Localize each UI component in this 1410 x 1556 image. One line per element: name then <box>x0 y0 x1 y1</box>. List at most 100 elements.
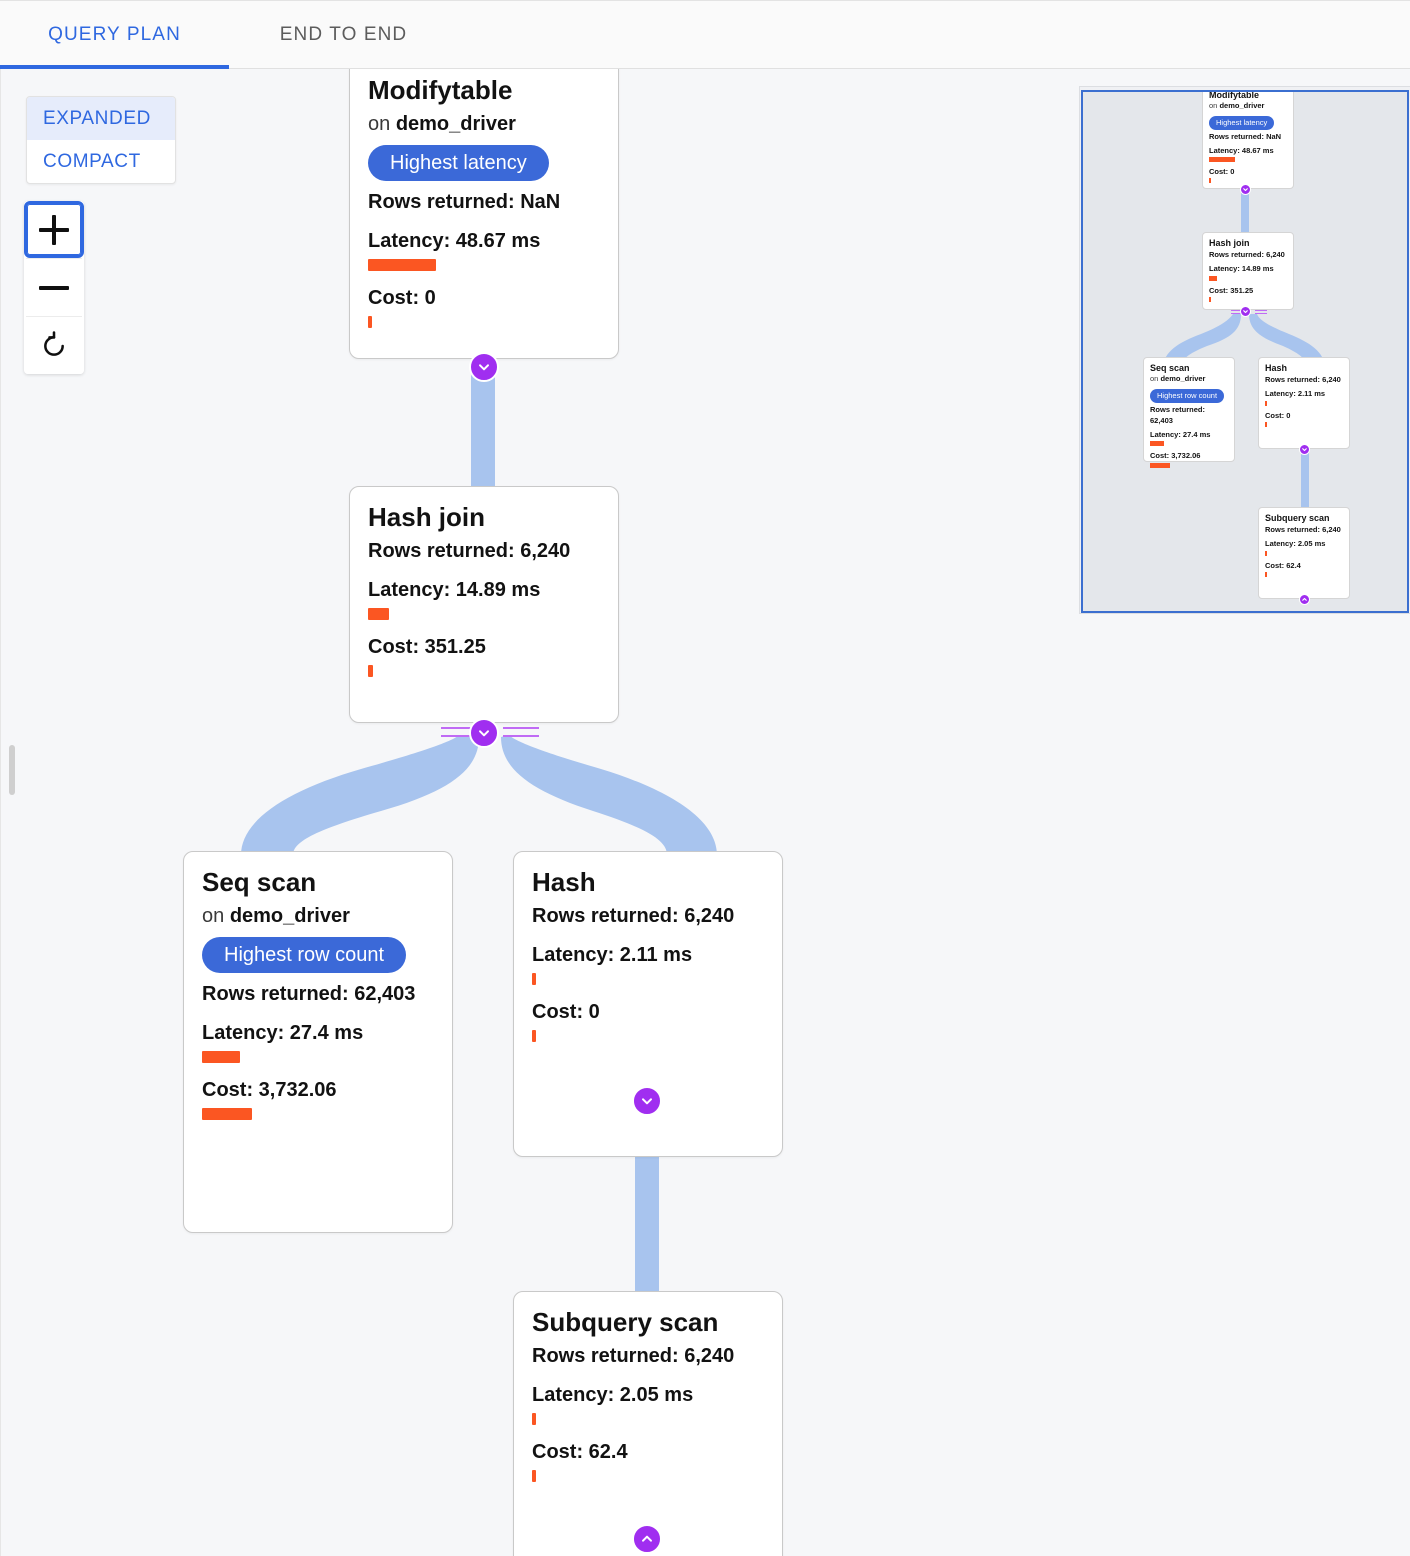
node-title: Hash <box>532 867 596 897</box>
node-cost: Cost: 3,732.06 <box>202 1078 337 1101</box>
mm-edge-hashjoin-hash <box>1249 314 1325 368</box>
edge-hashjoin-hash-ribbon <box>501 735 717 855</box>
mm-edge-hashjoin-seqscan <box>1163 314 1241 368</box>
collapse-toggle-hash-join[interactable] <box>469 718 499 748</box>
node-title: Subquery scan <box>532 1307 719 1337</box>
mm-latency-bar <box>1265 550 1267 556</box>
mm-node-cost: Cost: 0 <box>1265 410 1291 420</box>
cost-bar <box>532 1469 536 1482</box>
node-cost: Cost: 351.25 <box>368 635 486 658</box>
mm-cost-bar <box>1150 462 1170 468</box>
minus-icon <box>39 273 69 303</box>
zoom-in-button[interactable] <box>24 201 84 258</box>
cost-bar <box>532 1029 536 1042</box>
minimap-node-modifytable: Modifytable on demo_driver Highest laten… <box>1202 92 1294 189</box>
mm-node-badge: Highest row count <box>1150 389 1225 403</box>
zoom-divider-2 <box>26 316 82 317</box>
node-relation-prefix: on <box>368 112 391 135</box>
mm-cost-bar <box>1265 571 1267 577</box>
mm-node-rows: Rows returned: 62,403 <box>1150 404 1206 425</box>
edge-modifytable-hashjoin <box>471 367 495 491</box>
node-latency: Latency: 14.89 ms <box>368 578 541 601</box>
mm-node-title: Hash <box>1265 363 1288 373</box>
tab-query-plan[interactable]: QUERY PLAN <box>0 1 229 69</box>
mm-collapse-hash <box>1299 444 1310 455</box>
latency-bar <box>532 1412 536 1425</box>
node-relation: on demo_driver <box>202 901 434 931</box>
mm-node-cost: Cost: 62.4 <box>1265 560 1301 570</box>
collapse-toggle-hash[interactable] <box>632 1086 662 1116</box>
mm-node-title: Subquery scan <box>1265 513 1330 523</box>
mm-node-latency: Latency: 48.67 ms <box>1209 145 1274 155</box>
node-title: Hash join <box>368 502 486 532</box>
mm-node-title: Hash join <box>1209 238 1250 248</box>
plan-node-seq-scan[interactable]: Seq scan on demo_driver Highest row coun… <box>183 851 453 1233</box>
node-relation-name: demo_driver <box>395 112 516 135</box>
minimap-node-hash-join: Hash join Rows returned: 6,240 Latency: … <box>1202 232 1294 310</box>
mm-relation-name: demo_driver <box>1219 101 1265 111</box>
mm-latency-bar <box>1209 275 1217 281</box>
panel-resize-handle[interactable] <box>9 745 15 795</box>
node-rows-returned: Rows returned: 6,240 <box>532 904 735 927</box>
node-relation-prefix: on <box>202 904 225 927</box>
mm-node-relation: on demo_driver <box>1209 101 1287 112</box>
node-cost: Cost: 0 <box>532 1000 600 1023</box>
node-badge: Highest latency <box>368 144 549 181</box>
mm-node-latency: Latency: 27.4 ms <box>1150 430 1211 440</box>
cost-bar <box>368 315 372 328</box>
node-latency: Latency: 2.05 ms <box>532 1383 694 1406</box>
node-title: Seq scan <box>202 867 317 897</box>
mm-node-latency: Latency: 2.05 ms <box>1265 539 1326 549</box>
reset-view-button[interactable] <box>24 317 84 374</box>
plus-icon <box>39 214 69 245</box>
tab-query-plan-label: QUERY PLAN <box>48 24 181 45</box>
plan-minimap[interactable]: Modifytable on demo_driver Highest laten… <box>1081 90 1409 613</box>
plan-node-subquery-scan[interactable]: Subquery scan Rows returned: 6,240 Laten… <box>513 1291 783 1556</box>
mm-relation-prefix: on <box>1150 374 1159 384</box>
plan-node-hash-join[interactable]: Hash join Rows returned: 6,240 Latency: … <box>349 486 619 723</box>
tab-end-to-end[interactable]: END TO END <box>229 1 458 69</box>
node-rows-returned: Rows returned: 6,240 <box>368 539 571 562</box>
mm-hash-join-branch-lines <box>1231 308 1267 316</box>
tab-end-to-end-label: END TO END <box>279 24 408 45</box>
mm-node-rows: Rows returned: 6,240 <box>1265 375 1341 385</box>
node-rows-returned: Rows returned: NaN <box>368 190 561 213</box>
plan-node-modifytable[interactable]: Modifytable on demo_driver Highest laten… <box>349 69 619 359</box>
minimap-node-seq-scan: Seq scan on demo_driver Highest row coun… <box>1143 357 1235 468</box>
mm-cost-bar <box>1265 421 1267 427</box>
chevron-down-icon <box>642 1098 652 1105</box>
cost-bar <box>202 1107 252 1120</box>
mm-node-cost: Cost: 0 <box>1209 167 1235 177</box>
mm-collapse-subquery-scan <box>1299 594 1310 605</box>
mm-relation-prefix: on <box>1209 101 1218 111</box>
view-mode-expanded[interactable]: EXPANDED <box>27 97 175 140</box>
view-mode-compact[interactable]: COMPACT <box>27 140 175 183</box>
view-mode-toggle[interactable]: EXPANDED COMPACT <box>26 96 176 184</box>
node-relation-name: demo_driver <box>229 904 350 927</box>
zoom-divider-1 <box>26 258 82 259</box>
node-latency: Latency: 27.4 ms <box>202 1021 364 1044</box>
zoom-controls[interactable] <box>24 201 84 374</box>
mm-latency-bar <box>1209 157 1235 163</box>
latency-bar <box>532 972 536 985</box>
collapse-toggle-modifytable[interactable] <box>469 352 499 382</box>
mm-collapse-modifytable <box>1240 184 1251 195</box>
chevron-up-icon <box>642 1535 652 1542</box>
zoom-out-button[interactable] <box>24 259 84 316</box>
node-title: Modifytable <box>368 75 513 105</box>
plan-canvas[interactable]: EXPANDED COMPACT Mo <box>0 69 1410 1556</box>
collapse-toggle-subquery-scan[interactable] <box>632 1524 662 1554</box>
edge-hashjoin-seqscan-ribbon <box>241 735 479 855</box>
view-mode-compact-label: COMPACT <box>43 150 141 172</box>
mm-latency-bar <box>1150 441 1164 447</box>
cost-bar <box>368 664 373 677</box>
mm-node-cost: Cost: 3,732.06 <box>1150 451 1201 461</box>
mm-node-relation: on demo_driver <box>1150 374 1228 385</box>
node-cost: Cost: 62.4 <box>532 1440 628 1463</box>
node-relation: on demo_driver <box>368 109 600 139</box>
latency-bar <box>202 1050 240 1063</box>
node-latency: Latency: 48.67 ms <box>368 229 541 252</box>
node-latency: Latency: 2.11 ms <box>532 943 693 966</box>
mm-relation-name: demo_driver <box>1160 374 1206 384</box>
mm-node-latency: Latency: 14.89 ms <box>1209 264 1274 274</box>
